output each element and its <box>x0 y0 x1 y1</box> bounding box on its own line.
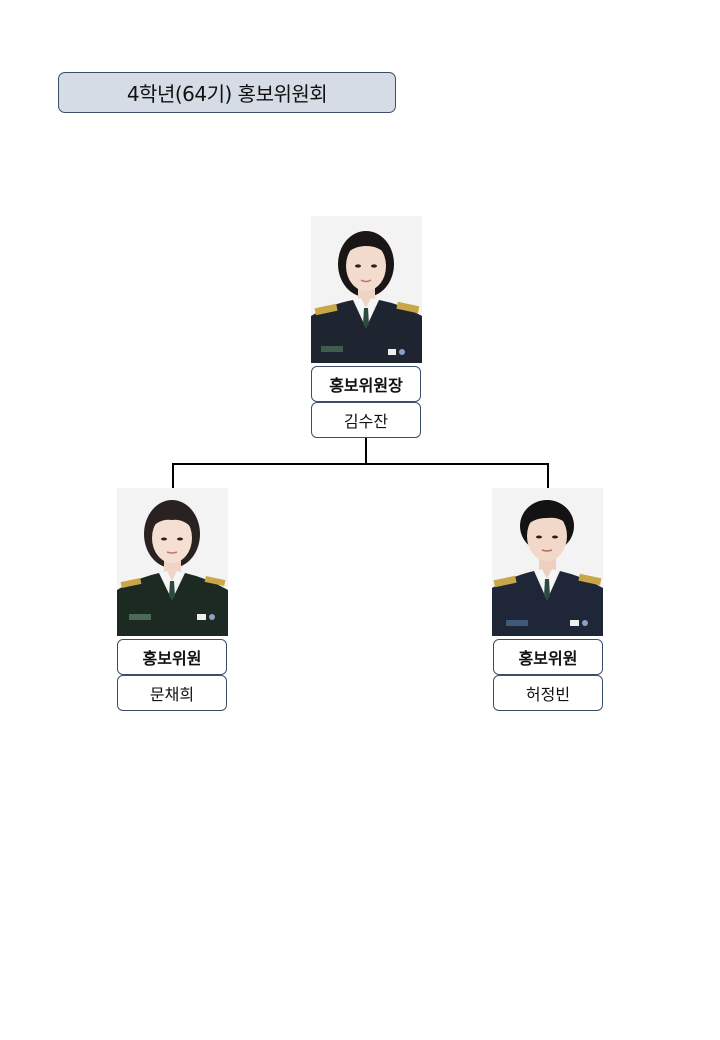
committee-title: 4학년(64기) 홍보위원회 <box>58 72 396 113</box>
member-2-role-box: 홍보위원 <box>493 639 603 675</box>
member-1-name-box: 문채희 <box>117 675 227 711</box>
member-1-photo <box>117 488 228 636</box>
member-1-role-box: 홍보위원 <box>117 639 227 675</box>
chief-photo <box>311 216 422 363</box>
member-2-name-box: 허정빈 <box>493 675 603 711</box>
chief-name-box: 김수잔 <box>311 402 421 438</box>
member-2-photo <box>492 488 603 636</box>
chief-role-box: 홍보위원장 <box>311 366 421 402</box>
